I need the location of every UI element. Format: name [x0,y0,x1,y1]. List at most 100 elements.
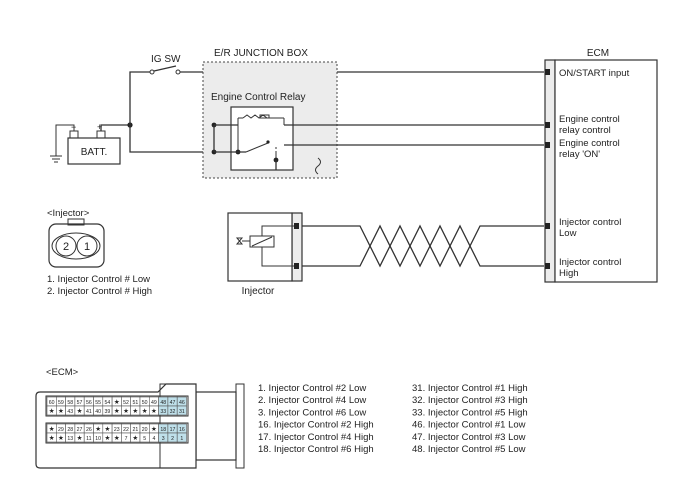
ecm-pin-number: ★ [58,407,64,415]
ecm-pin-number: 46 [179,400,185,406]
twisted-pair-wires [302,224,544,268]
injector-pin-2: 2 [63,241,69,253]
ecm-pin-on-start: ON/START input [559,68,630,79]
ecm-pin-number: ★ [49,434,55,442]
ecm-pin-number: 1 [180,436,183,442]
ecm-legend-right-item: 31. Injector Control #1 High [412,383,528,394]
ecm-pin-number: 18 [160,427,166,433]
ecm-pin-number: 58 [67,400,73,406]
ecm-pin-number: 20 [142,427,148,433]
ecm-pin-number: 31 [179,409,185,415]
ecm-pin-number: 7 [125,436,128,442]
ecm-pin-number: 22 [123,427,129,433]
ecm-pin-number: 3 [162,436,165,442]
ecm-legend-right-item: 33. Injector Control #5 High [412,407,528,418]
ecm-pin-relay-control-line1: Engine control [559,114,620,125]
ecm-pin-number: 47 [170,400,176,406]
ecm-legend-right-item: 46. Injector Control #1 Low [412,420,526,431]
ig-switch-label: IG SW [151,54,181,65]
ecm-pin-number: 11 [86,436,91,442]
ecm-pin-number: 49 [151,400,157,406]
ecm-pin-number: 43 [67,409,73,415]
ecm-pin-number: ★ [105,425,111,433]
ecm-pin-number: 32 [170,409,176,415]
ecm-pin-number: 59 [58,400,64,406]
ecm-pin-number: ★ [49,407,55,415]
ecm-pin-number: ★ [132,434,138,442]
ecm-legend-left-item: 16. Injector Control #2 High [258,420,374,431]
ecm-pin-number: 29 [58,427,64,433]
ecm-pin-number: 55 [95,400,101,406]
ecm-pin-number: ★ [151,407,157,415]
ecm-pin-number: ★ [77,407,83,415]
ecm-pin-number: 52 [123,400,129,406]
ecm-legend-left-item: 17. Injector Control #4 High [258,432,374,443]
battery: − + BATT. [67,122,121,165]
ecm-pin-relay-on-line1: Engine control [559,138,620,149]
ecm-pin-number: 56 [86,400,92,406]
ecm-pin-inj-low-line1: Injector control [559,217,621,228]
ecm-pin-number: 10 [95,436,101,442]
ecm-legend-left-item: 1. Injector Control #2 Low [258,383,366,394]
ecm-title: ECM [587,48,609,59]
ecm-pin-number: 33 [160,409,166,415]
ecm-connector-title: <ECM> [46,367,79,378]
ecm-pin-number: 17 [170,427,176,433]
ecm-legend-right-item: 32. Injector Control #3 High [412,395,528,406]
svg-text:+: + [97,122,102,132]
ecm-pin-number: 57 [77,400,83,406]
ecm-pin-number: 50 [142,400,148,406]
ecm-legend-left-item: 3. Injector Control #6 Low [258,407,366,418]
ecm-pin-number: 54 [105,400,111,406]
ecm-pin-cell [176,405,187,416]
ecm-pin-number: ★ [151,425,157,433]
injector-connector-title: <Injector> [47,208,90,219]
ecm-pin-number: ★ [77,434,83,442]
injector-pin-1: 1 [84,241,90,253]
ecm-pin-number: ★ [132,407,138,415]
ecm-pin-number: 21 [132,427,138,433]
ecm-pin-number: 5 [143,436,146,442]
ecm-pin-number: ★ [114,434,120,442]
ecm-pin-number: 4 [153,436,156,442]
ecm-pin-relay-on-line2: relay 'ON' [559,149,600,160]
ecm-pin-number: 60 [49,400,55,406]
engine-control-relay [230,106,294,171]
ecm-pin-number: 28 [67,427,73,433]
ecm-pin-number: ★ [105,434,111,442]
ecm-pin-number: ★ [49,425,55,433]
ecm-pin-cell [176,432,187,443]
injector-component: Injector [227,212,303,297]
battery-wire [100,124,130,131]
ecm-pin-relay-control-line2: relay control [559,125,611,136]
ecm-pin-number: 26 [86,427,92,433]
ecm-pin-number: 51 [132,400,138,406]
ecm-pin-inj-low-line2: Low [559,228,577,239]
ecm-pin-number: ★ [95,425,101,433]
ecm-legend-left-item: 2. Injector Control #4 Low [258,395,366,406]
battery-label: BATT. [81,147,107,158]
ecm-pin-number: 23 [114,427,120,433]
ecm-box [544,59,556,283]
ecm-pin-number: ★ [142,407,148,415]
ecm-pin-number: 16 [179,427,185,433]
junction-box-title: E/R JUNCTION BOX [214,48,308,59]
ecm-pin-number: 13 [67,436,73,442]
ground-symbol [50,124,75,163]
ecm-pin-number: 39 [105,409,111,415]
ecm-pin-number: 27 [77,427,83,433]
ecm-pin-inj-high-line2: High [559,268,579,279]
ecm-legend-left-item: 18. Injector Control #6 High [258,444,374,455]
ecm-pin-number: ★ [123,407,129,415]
ecm-pin-number: 40 [95,409,101,415]
ecm-legend-right-item: 47. Injector Control #3 Low [412,432,526,443]
injector-legend-1: 1. Injector Control # Low [47,274,150,285]
ecm-pin-inj-high-line1: Injector control [559,257,621,268]
ecm-pin-number: ★ [114,407,120,415]
ecm-pin-number: 2 [171,436,174,442]
ecm-pin-number: ★ [58,434,64,442]
ecm-pin-number: 41 [86,409,92,415]
injector-label: Injector [242,286,275,297]
